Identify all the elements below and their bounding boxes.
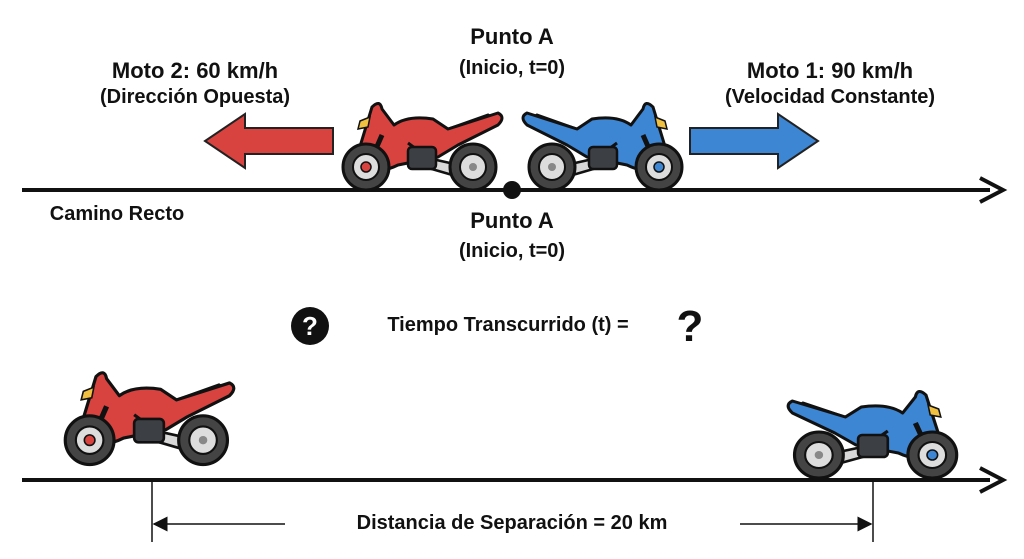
point-a-sub-below: (Inicio, t=0) bbox=[458, 240, 566, 262]
road-label: Camino Recto bbox=[49, 203, 185, 225]
moto2-direction-arrow bbox=[203, 112, 334, 170]
road-arrowhead-top bbox=[979, 176, 1008, 204]
question-circle-mark: ? bbox=[302, 311, 318, 341]
moto2-speed-label: Moto 2: 60 km/h bbox=[111, 58, 279, 83]
moto2-red-motorcycle-icon bbox=[343, 103, 502, 190]
point-a-label-top: Punto A bbox=[470, 24, 554, 49]
moto2-red-motorcycle-icon-later bbox=[65, 373, 234, 465]
moto2-direction-label: (Dirección Opuesta) bbox=[99, 86, 291, 108]
moto1-blue-motorcycle-icon-later bbox=[788, 391, 957, 478]
distance-label: Distancia de Separación = 20 km bbox=[350, 512, 674, 535]
moto1-speed-label: Moto 1: 90 km/h bbox=[746, 58, 914, 83]
point-a-dot bbox=[503, 181, 521, 199]
road-arrowhead-bottom bbox=[979, 466, 1008, 494]
elapsed-time-unknown: ? bbox=[676, 302, 704, 351]
question-circle-icon bbox=[291, 307, 329, 345]
moto1-direction-arrow bbox=[689, 112, 820, 170]
moto1-direction-label: (Velocidad Constante) bbox=[724, 86, 936, 108]
point-a-label-below: Punto A bbox=[470, 208, 554, 233]
elapsed-time-label: Tiempo Transcurrido (t) = bbox=[387, 314, 629, 336]
moto1-blue-motorcycle-icon bbox=[523, 103, 682, 190]
point-a-sub-top: (Inicio, t=0) bbox=[458, 57, 566, 79]
